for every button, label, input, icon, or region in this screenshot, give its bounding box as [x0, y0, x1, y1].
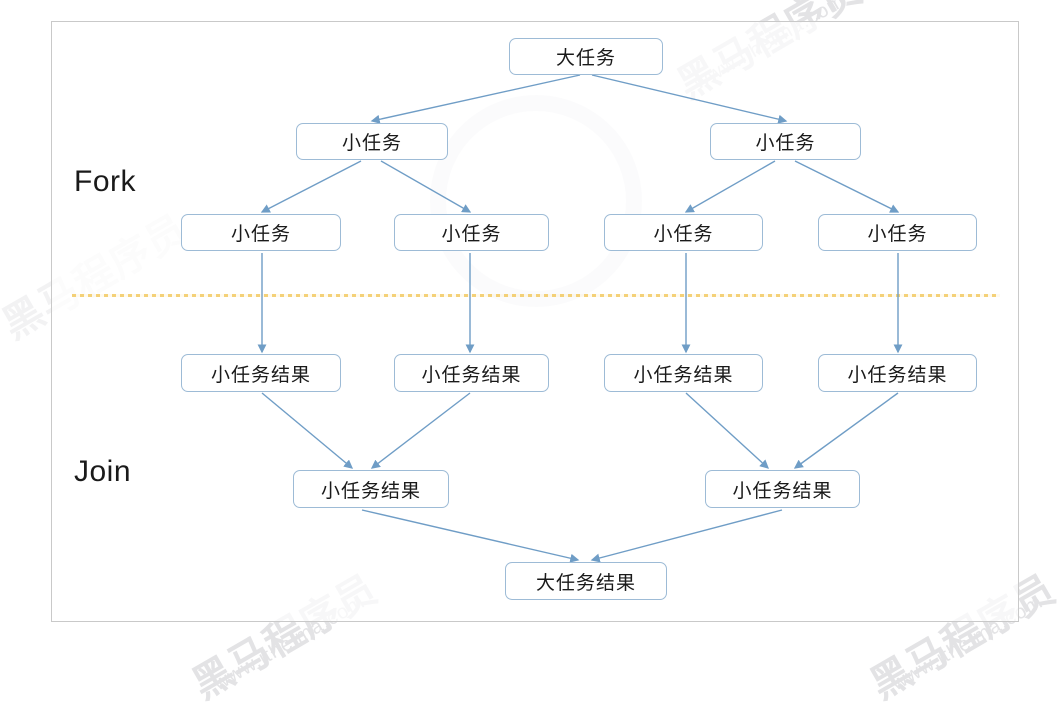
node-sub-result-3[interactable]: 小任务结果 — [604, 354, 763, 392]
stage-label-join: Join — [74, 455, 131, 489]
diagram-frame — [51, 21, 1019, 622]
node-sub-task-l3-4[interactable]: 小任务 — [818, 214, 977, 251]
node-sub-task-l3-1[interactable]: 小任务 — [181, 214, 341, 251]
node-sub-task-l2-left[interactable]: 小任务 — [296, 123, 448, 160]
node-sub-result-4[interactable]: 小任务结果 — [818, 354, 977, 392]
node-merged-result-right[interactable]: 小任务结果 — [705, 470, 860, 508]
node-merged-result-left[interactable]: 小任务结果 — [293, 470, 449, 508]
node-sub-result-2[interactable]: 小任务结果 — [394, 354, 549, 392]
node-sub-task-l3-3[interactable]: 小任务 — [604, 214, 763, 251]
fork-join-divider — [72, 294, 1000, 297]
diagram-canvas: 黑马程序员 www.itheima.com 黑马程序员 www.itheima.… — [0, 0, 1060, 658]
node-big-task-result[interactable]: 大任务结果 — [505, 562, 667, 600]
node-sub-task-l3-2[interactable]: 小任务 — [394, 214, 549, 251]
node-sub-result-1[interactable]: 小任务结果 — [181, 354, 341, 392]
node-sub-task-l2-right[interactable]: 小任务 — [710, 123, 861, 160]
stage-label-fork: Fork — [74, 165, 136, 199]
node-big-task[interactable]: 大任务 — [509, 38, 663, 75]
